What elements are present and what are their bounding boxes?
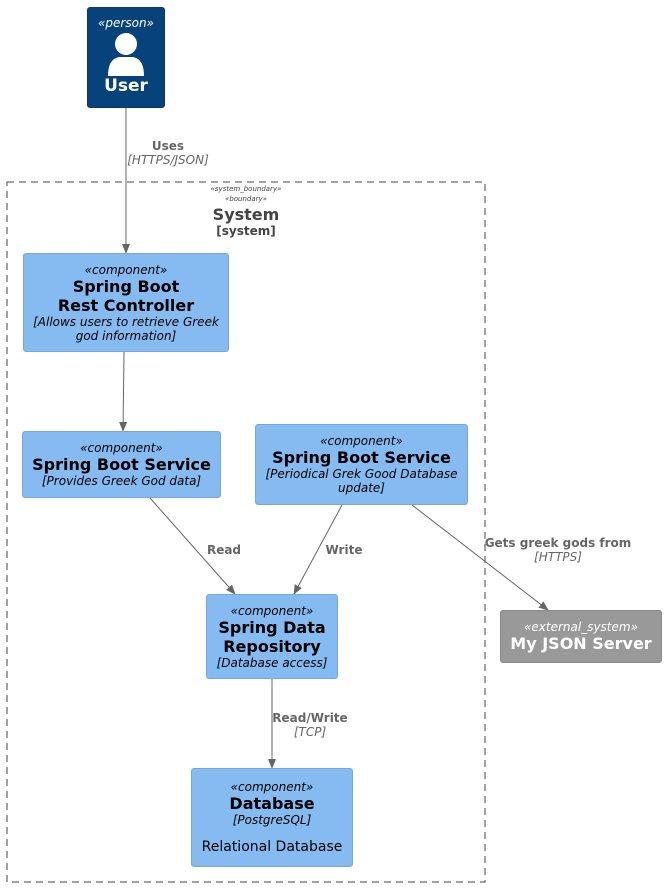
repository-name: Spring Data Repository <box>218 617 326 656</box>
service-periodic-description: [Periodical Grek Good Database update] <box>265 467 458 495</box>
database-description: [PostgreSQL] <box>232 812 312 827</box>
person-user[interactable]: «person» User <box>87 7 165 108</box>
read-arrow <box>149 497 236 595</box>
gets-protocol: [HTTPS] <box>534 550 582 564</box>
service-periodic-stereotype: «component» <box>320 434 403 448</box>
system-boundary <box>6 181 486 883</box>
repository-description: [Database access] <box>216 655 328 670</box>
uses-label-text: Uses <box>151 139 185 153</box>
uses-label: Uses [HTTPS/JSON] <box>120 139 216 167</box>
component-repository[interactable]: «component» Spring Data Repository [Data… <box>206 594 338 679</box>
boundary-header: «system_boundary» «boundary» System [sys… <box>146 184 346 238</box>
gets-arrow <box>411 504 549 611</box>
service-provide-stereotype: «component» <box>80 441 163 455</box>
service-periodic-name: Spring Boot Service <box>272 448 451 467</box>
component-rest-controller[interactable]: «component» Spring Boot Rest Controller … <box>23 253 229 352</box>
component-service-provide[interactable]: «component» Spring Boot Service [Provide… <box>22 431 221 498</box>
rest-controller-name: Spring Boot Rest Controller <box>57 276 195 315</box>
readwrite-protocol: [TCP] <box>293 725 327 739</box>
service-provide-description: [Provides Greek God data] <box>41 474 202 488</box>
gets-label-text: Gets greek gods from <box>484 536 632 550</box>
external-name: My JSON Server <box>510 634 652 653</box>
boundary-stereotype-1: «system_boundary» <box>210 185 282 193</box>
service-provide-name: Spring Boot Service <box>32 455 211 474</box>
boundary-stereotype-2: «boundary» <box>225 195 267 203</box>
repository-stereotype: «component» <box>230 603 314 618</box>
person-icon <box>108 33 144 76</box>
readwrite-label-text: Read/Write <box>272 711 348 725</box>
rest-controller-description: [Allows users to retrieve Greek god info… <box>33 314 219 343</box>
write-label: Write <box>316 543 372 557</box>
boundary-kind: [system] <box>216 224 276 238</box>
boundary-name: System <box>212 205 280 224</box>
read-label-text: Read <box>206 543 242 557</box>
person-stereotype: «person» <box>98 16 154 30</box>
database-name: Database <box>229 793 315 813</box>
write-label-text: Write <box>325 543 363 557</box>
component-service-periodic[interactable]: «component» Spring Boot Service [Periodi… <box>255 424 468 505</box>
write-arrow <box>293 504 343 595</box>
component-database[interactable]: «component» Database [PostgreSQL] Relati… <box>191 768 353 867</box>
uses-protocol: [HTTPS/JSON] <box>127 153 209 167</box>
controller-to-service-arrow <box>119 351 128 432</box>
read-label: Read <box>196 543 252 557</box>
database-stereotype: «component» <box>230 779 314 794</box>
gets-label: Gets greek gods from [HTTPS] <box>482 536 634 564</box>
readwrite-label: Read/Write [TCP] <box>262 711 358 739</box>
external-system[interactable]: «external_system» My JSON Server <box>500 610 662 663</box>
rest-controller-stereotype: «component» <box>84 262 168 277</box>
person-name: User <box>104 76 148 96</box>
database-extra: Relational Database <box>201 838 343 855</box>
external-stereotype: «external_system» <box>524 620 638 634</box>
